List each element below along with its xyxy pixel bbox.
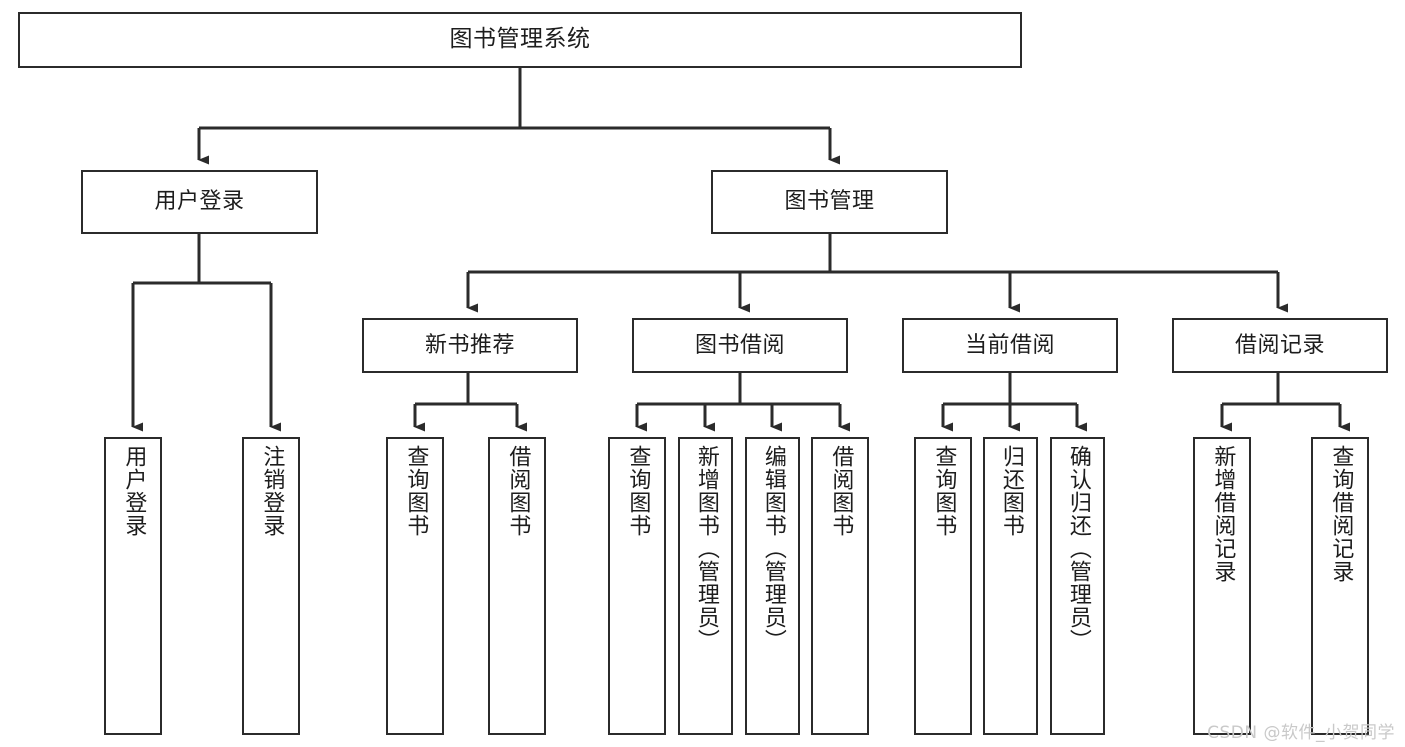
node-leaf-query-book-1[interactable]: 查询图书 [386,437,444,735]
node-borrow-record[interactable]: 借阅记录 [1172,318,1388,373]
node-user-login[interactable]: 用户登录 [81,170,318,234]
node-leaf-query-book-3-label: 查询图书 [931,445,957,537]
node-book-management[interactable]: 图书管理 [711,170,948,234]
node-borrow-record-label: 借阅记录 [1234,332,1325,358]
node-leaf-add-book-label: 新增图书（管理员） [693,445,719,652]
node-leaf-user-login-label: 用户登录 [121,445,147,537]
node-current-borrow-label: 当前借阅 [964,332,1055,358]
node-leaf-user-login[interactable]: 用户登录 [104,437,162,735]
node-book-borrow[interactable]: 图书借阅 [632,318,848,373]
node-leaf-confirm-return[interactable]: 确认归还（管理员） [1050,437,1105,735]
node-leaf-add-record[interactable]: 新增借阅记录 [1193,437,1251,735]
node-leaf-logout-login-label: 注销登录 [259,445,285,537]
node-new-book-recommend[interactable]: 新书推荐 [362,318,578,373]
node-leaf-query-book-1-label: 查询图书 [403,445,429,537]
node-leaf-return-book[interactable]: 归还图书 [983,437,1038,735]
node-user-login-label: 用户登录 [154,189,245,215]
node-leaf-add-book[interactable]: 新增图书（管理员） [678,437,733,735]
node-root-label: 图书管理系统 [449,26,591,53]
node-leaf-borrow-book-1-label: 借阅图书 [505,445,531,537]
node-leaf-query-book-3[interactable]: 查询图书 [914,437,972,735]
node-leaf-logout-login[interactable]: 注销登录 [242,437,300,735]
node-new-book-recommend-label: 新书推荐 [424,332,515,358]
node-leaf-edit-book[interactable]: 编辑图书（管理员） [745,437,800,735]
node-book-borrow-label: 图书借阅 [694,332,785,358]
csdn-watermark: CSDN @软件_小贺同学 [1207,723,1395,743]
node-book-management-label: 图书管理 [784,189,875,215]
node-leaf-add-record-label: 新增借阅记录 [1210,445,1236,583]
node-current-borrow[interactable]: 当前借阅 [902,318,1118,373]
node-leaf-query-record[interactable]: 查询借阅记录 [1311,437,1369,735]
node-leaf-borrow-book-1[interactable]: 借阅图书 [488,437,546,735]
node-leaf-borrow-book-2[interactable]: 借阅图书 [811,437,869,735]
node-leaf-borrow-book-2-label: 借阅图书 [828,445,854,537]
node-leaf-query-record-label: 查询借阅记录 [1328,445,1354,583]
node-leaf-query-book-2[interactable]: 查询图书 [608,437,666,735]
node-leaf-confirm-return-label: 确认归还（管理员） [1065,445,1091,652]
node-leaf-edit-book-label: 编辑图书（管理员） [760,445,786,652]
node-leaf-return-book-label: 归还图书 [998,445,1024,537]
node-root-book-management-system[interactable]: 图书管理系统 [18,12,1022,68]
node-leaf-query-book-2-label: 查询图书 [625,445,651,537]
